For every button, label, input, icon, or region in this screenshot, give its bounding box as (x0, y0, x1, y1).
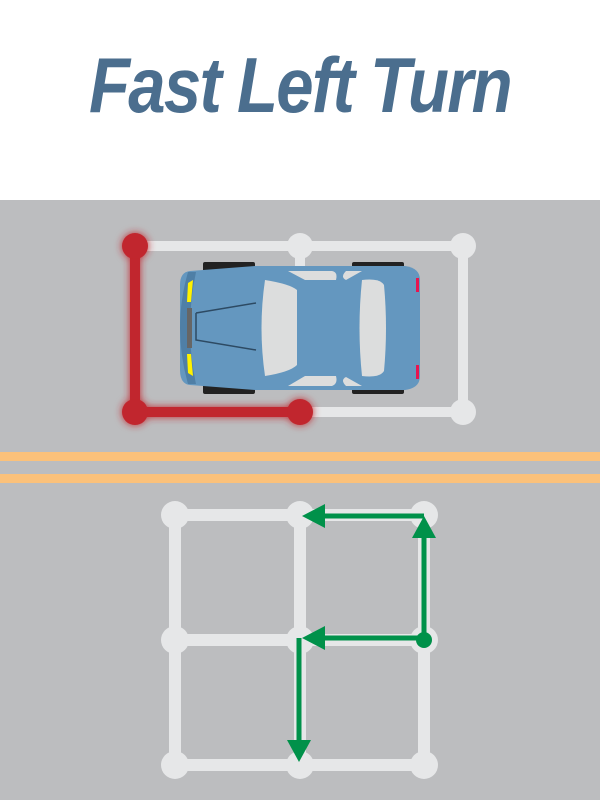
arrow-up-icon (412, 516, 436, 538)
center-line-top (0, 452, 600, 461)
arrow-left-icon (302, 504, 325, 528)
car-icon (180, 262, 420, 394)
move-arrows (287, 504, 436, 762)
left-turn-path (122, 233, 313, 425)
center-line-bottom (0, 474, 600, 483)
page-title: Fast Left Turn (89, 41, 513, 129)
arrow-left-icon (302, 626, 325, 650)
top-grid-nodes (287, 233, 476, 425)
arrow-down-icon (287, 740, 311, 762)
